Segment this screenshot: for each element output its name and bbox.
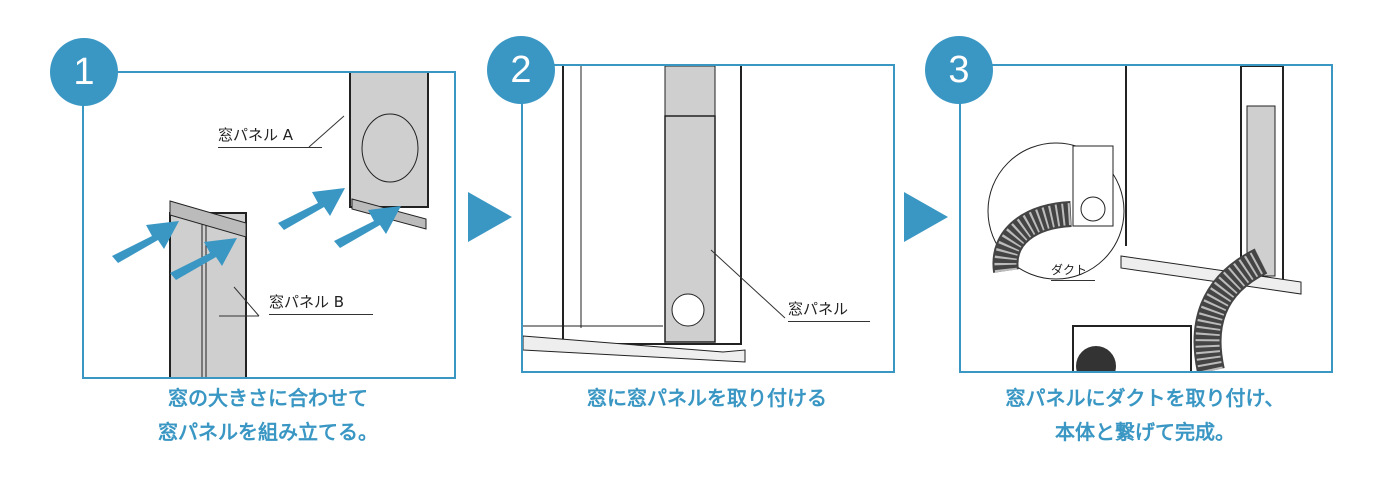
caption-line: 窓パネルを組み立てる。: [158, 420, 378, 444]
step-3-caption: 窓パネルにダクトを取り付け、 本体と繋げて完成。: [935, 381, 1355, 449]
step-2-panel: 窓パネル: [521, 64, 895, 373]
step-1-caption: 窓の大きさに合わせて 窓パネルを組み立てる。: [58, 381, 478, 449]
step-3-number: 3: [925, 36, 993, 104]
label-window-panel-a: 窓パネル A: [218, 124, 322, 148]
caption-line: 窓に窓パネルを取り付ける: [587, 386, 827, 410]
duct-connection-illustration: [987, 66, 1302, 371]
step-2-number: 2: [487, 36, 555, 104]
caption-line: 本体と繋げて完成。: [1055, 420, 1235, 444]
label-duct: ダクト: [1051, 261, 1095, 281]
caption-line: 窓パネルにダクトを取り付け、: [1005, 386, 1285, 410]
step-2-caption: 窓に窓パネルを取り付ける: [497, 381, 917, 415]
step-3-panel: ダクト: [959, 64, 1333, 373]
panel-assembly-illustration: [112, 73, 429, 377]
caption-line: 窓の大きさに合わせて: [168, 386, 368, 410]
label-window-panel-b: 窓パネル B: [269, 291, 373, 315]
next-arrow-icon: [468, 192, 512, 242]
step-1-panel: 窓パネル A 窓パネル B: [82, 71, 456, 379]
next-arrow-icon: [904, 192, 948, 242]
step-1-number: 1: [50, 38, 118, 106]
label-window-panel: 窓パネル: [788, 298, 870, 322]
window-install-illustration: [523, 66, 786, 363]
